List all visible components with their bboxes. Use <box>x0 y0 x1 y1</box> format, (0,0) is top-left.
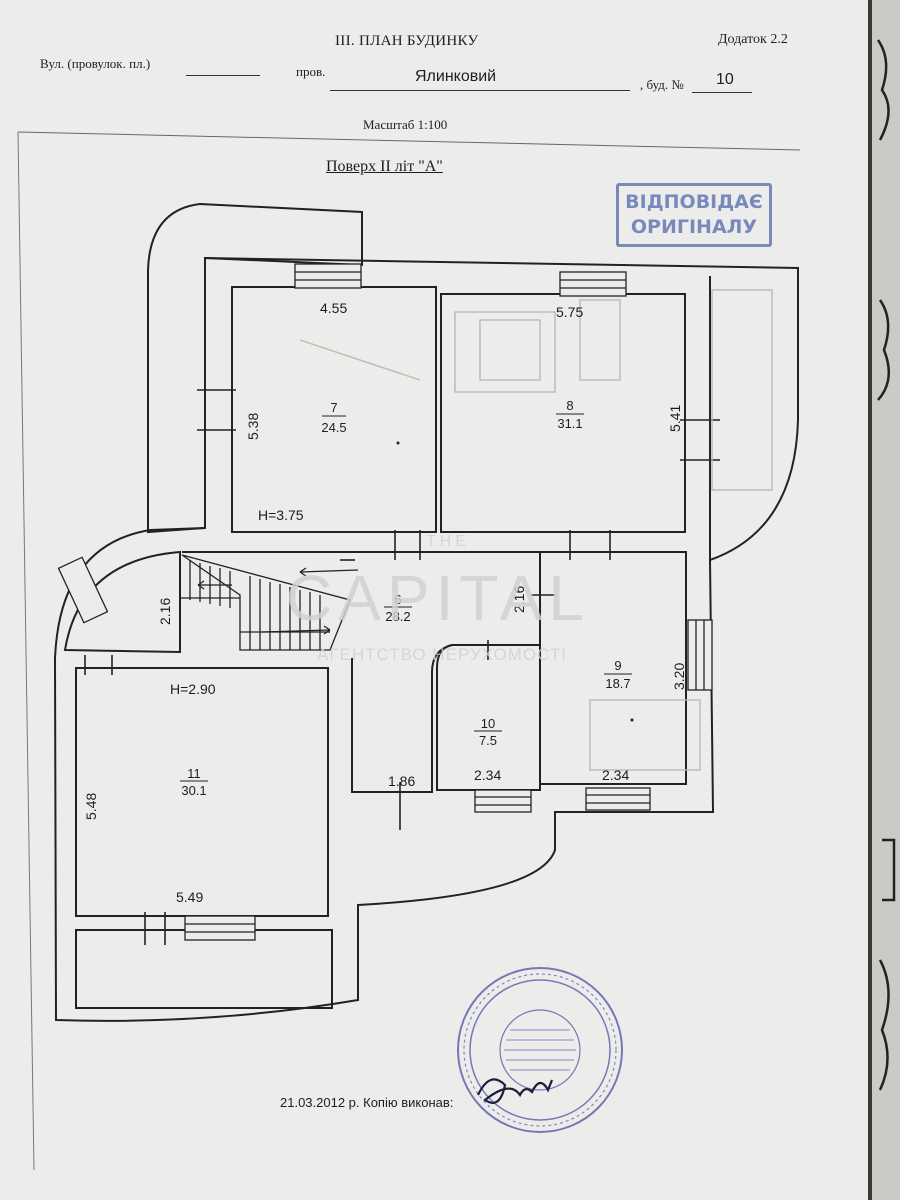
floor-plan: 4.55 5.75 5.38 5.41 2.16 2.16 3.20 5.48 … <box>53 202 799 1133</box>
lane-label: пров. <box>296 64 326 79</box>
scale-label: Масштаб 1:100 <box>363 117 448 132</box>
dim-room6-inner-height: 2.16 <box>511 586 527 613</box>
document-page: III. ПЛАН БУДИНКУ Додаток 2.2 Вул. (пров… <box>0 0 868 1200</box>
footer-date-copy: 21.03.2012 р. Копію виконав: <box>280 1095 454 1110</box>
room10-area: 7.5 <box>479 733 497 748</box>
dim-room11-height: 5.48 <box>83 793 99 820</box>
stamp-line1: ВІДПОВІДАЄ <box>625 191 763 213</box>
annex-label: Додаток 2.2 <box>718 32 788 47</box>
dim-room8-height: 5.41 <box>667 405 683 432</box>
svg-text:THE: THE <box>426 533 470 550</box>
door-openings <box>84 389 720 945</box>
page-borders <box>17 131 801 1171</box>
ceiling-height-upper: H=3.75 <box>258 507 304 523</box>
house-number: 10 <box>716 71 734 88</box>
room8-number: 8 <box>566 398 573 413</box>
document-title: III. ПЛАН БУДИНКУ <box>335 33 479 49</box>
watermark: THE CAPITAL АГЕНТСТВО НЕРУХОМОСТІ <box>286 533 590 664</box>
dim-room6-bottom-width: 1.86 <box>388 773 415 789</box>
house-label: , буд. № <box>640 77 684 92</box>
original-match-stamp: ВІДПОВІДАЄ ОРИГІНАЛУ <box>616 183 772 247</box>
dim-stair-height: 2.16 <box>157 598 173 625</box>
bleed-through-marks <box>299 289 773 771</box>
floor-label: Поверх II літ "А" <box>326 158 443 175</box>
dim-room7-width: 4.55 <box>320 300 347 316</box>
room7-area: 24.5 <box>321 420 346 435</box>
signature <box>477 1078 554 1104</box>
room6-number: 6 <box>394 592 401 607</box>
dim-room9-height: 3.20 <box>671 663 687 690</box>
svg-text:АГЕНТСТВО НЕРУХОМОСТІ: АГЕНТСТВО НЕРУХОМОСТІ <box>317 645 567 664</box>
staircase <box>180 554 359 651</box>
background-edge <box>868 0 900 1200</box>
lane-underline <box>330 90 630 91</box>
room8-area: 31.1 <box>557 416 582 431</box>
stamp-line2: ОРИГІНАЛУ <box>630 216 758 238</box>
room11-number: 11 <box>187 766 201 781</box>
ceiling-height-lower: H=2.90 <box>170 681 216 697</box>
room9-area: 18.7 <box>605 676 630 691</box>
room9-number: 9 <box>614 658 621 673</box>
svg-text:CAPITAL: CAPITAL <box>286 562 590 634</box>
round-seal <box>457 967 623 1133</box>
house-underline <box>692 92 752 93</box>
room11-area: 30.1 <box>181 783 206 798</box>
dim-room11-width: 5.49 <box>176 889 203 905</box>
room6-area: 28.2 <box>385 609 410 624</box>
dim-room10-width: 2.34 <box>474 767 501 783</box>
dim-room7-height: 5.38 <box>245 413 261 440</box>
room7-number: 7 <box>330 400 337 415</box>
windows <box>57 263 713 941</box>
room10-number: 10 <box>481 716 495 731</box>
dim-room8-width: 5.75 <box>556 304 583 320</box>
dim-room9-width: 2.34 <box>602 767 629 783</box>
street-underline <box>186 75 260 76</box>
lane-name: Ялинковий <box>415 68 497 85</box>
street-label: Вул. (провулок. пл.) <box>40 56 151 71</box>
